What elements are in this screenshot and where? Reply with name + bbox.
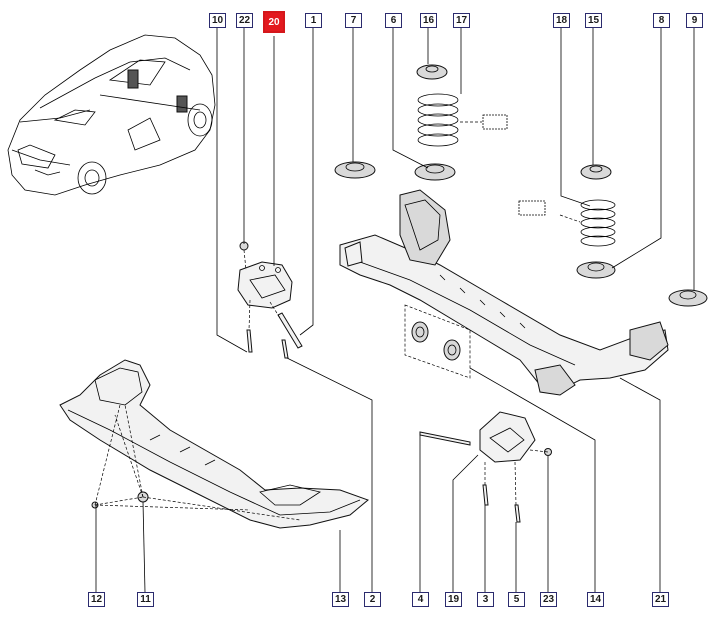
callout-8[interactable]: 8 [653,13,670,28]
rear-axle-beam [339,189,669,396]
callout-4[interactable]: 4 [412,592,429,607]
callout-16[interactable]: 16 [420,13,437,28]
callout-1[interactable]: 1 [305,13,322,28]
callout-2[interactable]: 2 [364,592,381,607]
callout-9[interactable]: 9 [686,13,703,28]
callout-23[interactable]: 23 [540,592,557,607]
bolt-5-part [514,504,521,523]
bump-stop-15-part [580,164,612,180]
callout-12[interactable]: 12 [88,592,105,607]
spring-seat-9-part [668,289,708,307]
bolt-2-part [281,339,289,359]
callout-22[interactable]: 22 [236,13,253,28]
callout-17[interactable]: 17 [453,13,470,28]
bolt-4-part [419,431,471,446]
callout-21[interactable]: 21 [652,592,669,607]
nut-23-part [544,448,552,456]
bolt-3-part [482,484,489,506]
spring-seat-8-part [576,261,616,279]
bushing-14-part [404,304,471,379]
bracket-19-part [479,411,536,463]
mounting-bracket-20-part [237,261,293,309]
callout-7[interactable]: 7 [345,13,362,28]
callout-14[interactable]: 14 [587,592,604,607]
callout-5[interactable]: 5 [508,592,525,607]
callout-3[interactable]: 3 [477,592,494,607]
callout-20-selected[interactable]: 20 [263,11,285,33]
leader-lines [95,28,695,593]
callout-6[interactable]: 6 [385,13,402,28]
callout-13[interactable]: 13 [332,592,349,607]
coil-spring-18-part [518,199,616,247]
vehicle-illustration [7,34,216,196]
callout-10[interactable]: 10 [209,13,226,28]
coil-spring-17-part [417,93,508,147]
callout-15[interactable]: 15 [585,13,602,28]
callout-11[interactable]: 11 [137,592,154,607]
bump-stop-16-part [416,64,448,80]
callout-19[interactable]: 19 [445,592,462,607]
spring-seat-6-part [414,163,456,181]
underbody-protection-plate [59,359,369,529]
bolt-10-part [246,329,253,353]
spring-seat-7-part [334,161,376,179]
callout-18[interactable]: 18 [553,13,570,28]
bolt-1-part [277,312,303,349]
